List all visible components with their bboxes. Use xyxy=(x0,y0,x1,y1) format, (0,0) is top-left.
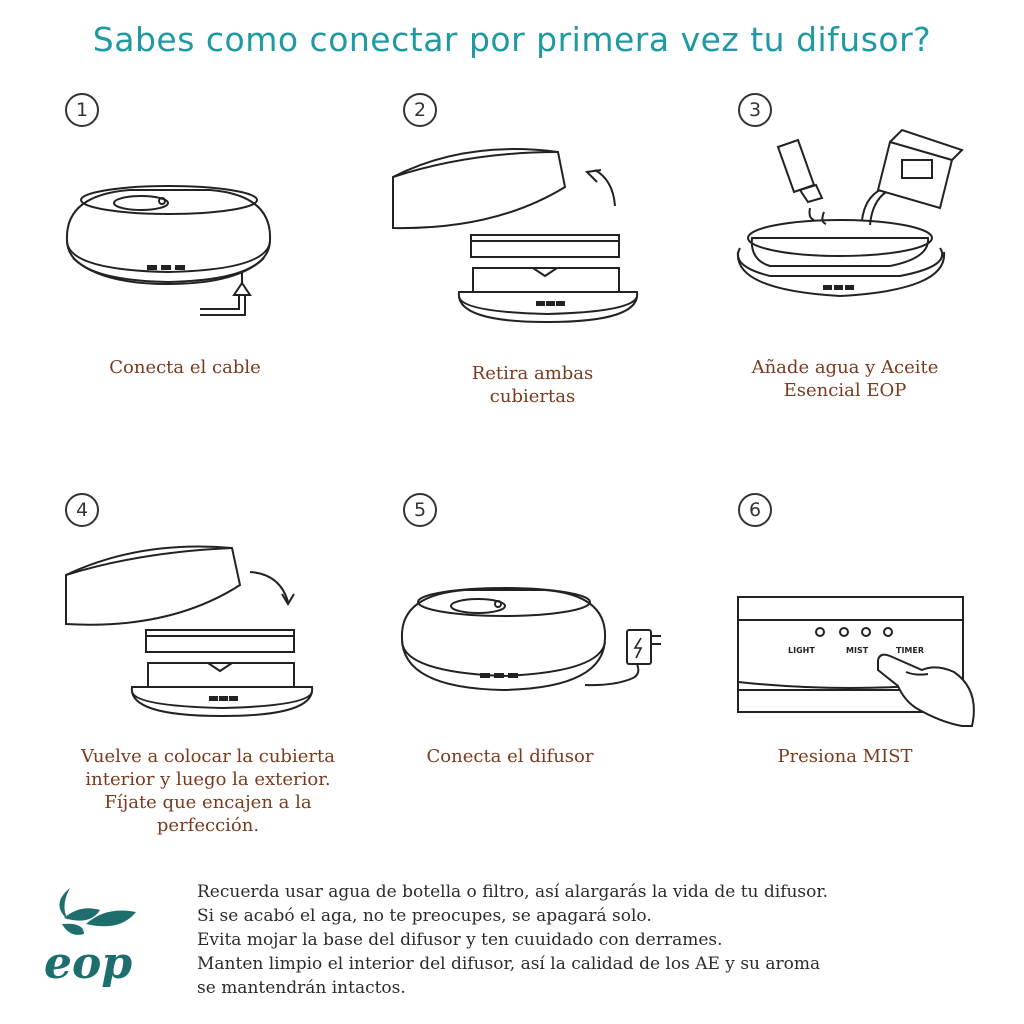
page-title: Sabes como conectar por primera vez tu d… xyxy=(92,20,932,59)
step-caption: Vuelve a colocar la cubierta interior y … xyxy=(81,746,335,836)
step-number: 4 xyxy=(65,493,99,527)
brand-name: eop xyxy=(44,938,132,988)
add-water-oil-icon xyxy=(736,128,964,298)
step-caption: Conecta el difusor xyxy=(426,746,594,767)
step-6: 6 LIGHT MIST TIMER Presiona MIST xyxy=(690,490,1020,870)
step-number: 1 xyxy=(65,93,99,127)
tips-list: Recuerda usar agua de botella o filtro, … xyxy=(197,880,997,1000)
tip-line: Si se acabó el aga, no te preocupes, se … xyxy=(197,906,652,926)
tip-line: Evita mojar la base del difusor y ten cu… xyxy=(197,930,723,950)
timer-label: TIMER xyxy=(896,646,924,655)
step-number: 2 xyxy=(403,93,437,127)
mist-label: MIST xyxy=(846,646,869,655)
step-caption: Conecta el cable xyxy=(109,357,261,378)
tip-line: Recuerda usar agua de botella o filtro, … xyxy=(197,882,829,902)
step-caption: Retira ambas cubiertas xyxy=(471,363,594,407)
diffuser-with-cable-icon xyxy=(65,185,272,316)
step-4: 4 Vuelve a colocar la cubierta interior … xyxy=(40,490,370,870)
light-label: LIGHT xyxy=(788,646,815,655)
plug-in-diffuser-icon xyxy=(400,587,661,692)
press-mist-button-icon: LIGHT MIST TIMER xyxy=(737,596,975,727)
step-2: 2 Retira ambas cubiertas xyxy=(375,90,705,470)
eop-logo: eop xyxy=(40,878,155,989)
step-number: 6 xyxy=(738,493,772,527)
step-1: 1 Conecta el cable xyxy=(40,90,370,470)
step-caption: Presiona MIST xyxy=(777,746,913,767)
tip-line: se mantendrán intactos. xyxy=(197,978,406,998)
leaf-logo-icon: eop xyxy=(44,888,136,989)
step-caption: Añade agua y Aceite Esencial EOP xyxy=(751,357,939,401)
replace-covers-icon xyxy=(65,545,314,718)
step-number: 5 xyxy=(403,493,437,527)
step-5: 5 Conecta el difusor xyxy=(375,490,705,870)
tip-line: Manten limpio el interior del difusor, a… xyxy=(197,954,821,974)
step-number: 3 xyxy=(738,93,772,127)
remove-covers-icon xyxy=(392,148,639,324)
step-3: 3 Añade agua y Aceite Esencial EOP xyxy=(690,90,1020,470)
